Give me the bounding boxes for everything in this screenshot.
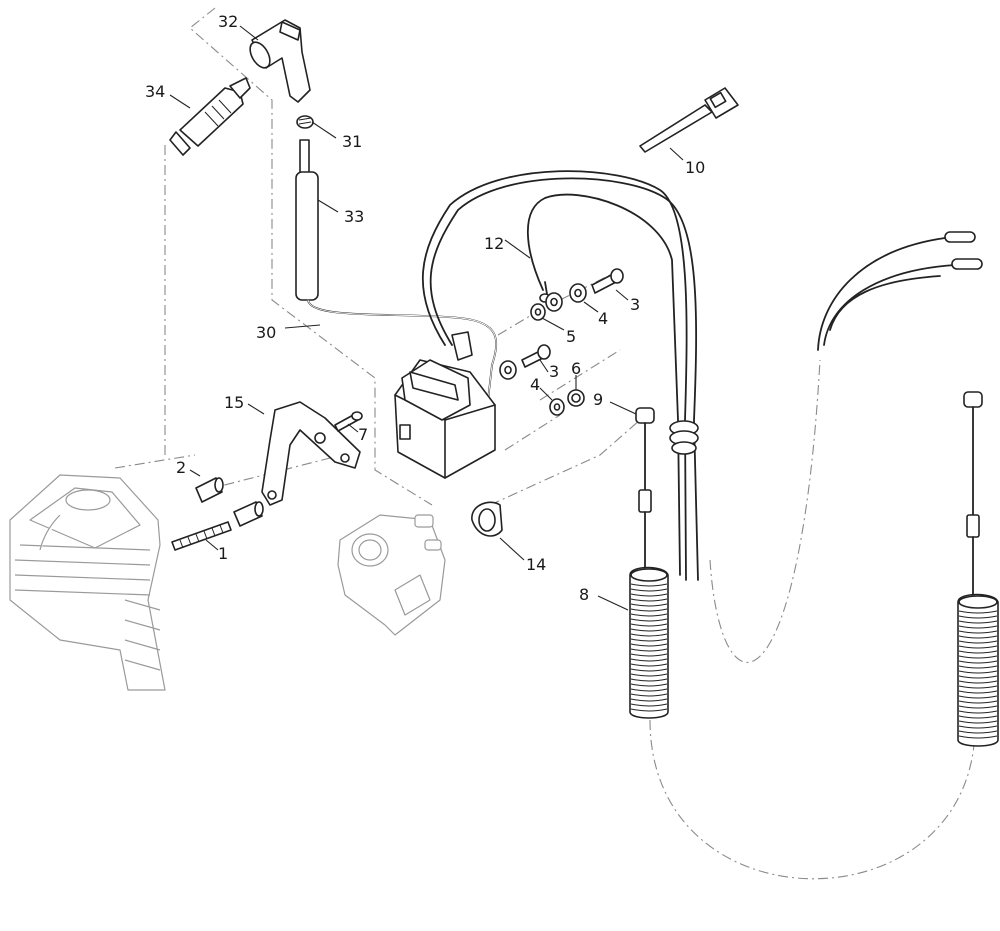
cylinder-illustration (9, 474, 166, 691)
callout-leaders (169, 25, 684, 611)
callout-8: 8 (579, 585, 589, 604)
assembly-guide-lines (114, 7, 976, 880)
callout-5: 5 (566, 327, 576, 346)
ignition-module (394, 359, 496, 479)
throttle-cable-right (957, 391, 999, 747)
callout-labels: 32 34 31 33 30 12 10 3 4 5 3 6 4 9 15 7 … (145, 12, 705, 604)
callout-15: 15 (224, 393, 244, 412)
carburetor-illustration (337, 514, 446, 636)
ignition-wiring-harness (307, 170, 699, 581)
callout-2: 2 (176, 458, 186, 477)
callout-3b: 3 (549, 362, 559, 381)
callout-14: 14 (526, 555, 546, 574)
wire-terminals (817, 231, 983, 351)
throttle-cable-left (629, 407, 669, 719)
spark-plug (169, 77, 251, 156)
callout-33: 33 (344, 207, 364, 226)
wire-grommet (669, 420, 699, 455)
threaded-stud (171, 521, 232, 551)
callout-34: 34 (145, 82, 165, 101)
callout-7: 7 (358, 425, 368, 444)
spacer-sleeves (195, 477, 264, 527)
mounting-bracket (261, 401, 361, 506)
callout-3a: 3 (630, 295, 640, 314)
callout-12: 12 (484, 234, 504, 253)
cable-tie (639, 87, 739, 153)
retaining-ring (471, 501, 503, 537)
screw-7 (334, 411, 363, 432)
spring-clip (296, 115, 314, 129)
callout-4b: 4 (530, 375, 540, 394)
spark-plug-boot (249, 19, 311, 103)
callout-30: 30 (256, 323, 276, 342)
callout-6: 6 (571, 359, 581, 378)
callout-4a: 4 (598, 309, 608, 328)
ignition-lead-sleeve (295, 139, 319, 301)
callout-10: 10 (685, 158, 705, 177)
callout-32: 32 (218, 12, 238, 31)
callout-1: 1 (218, 544, 228, 563)
screws-and-washers (499, 268, 624, 416)
callout-31: 31 (342, 132, 362, 151)
callout-9: 9 (593, 390, 603, 409)
